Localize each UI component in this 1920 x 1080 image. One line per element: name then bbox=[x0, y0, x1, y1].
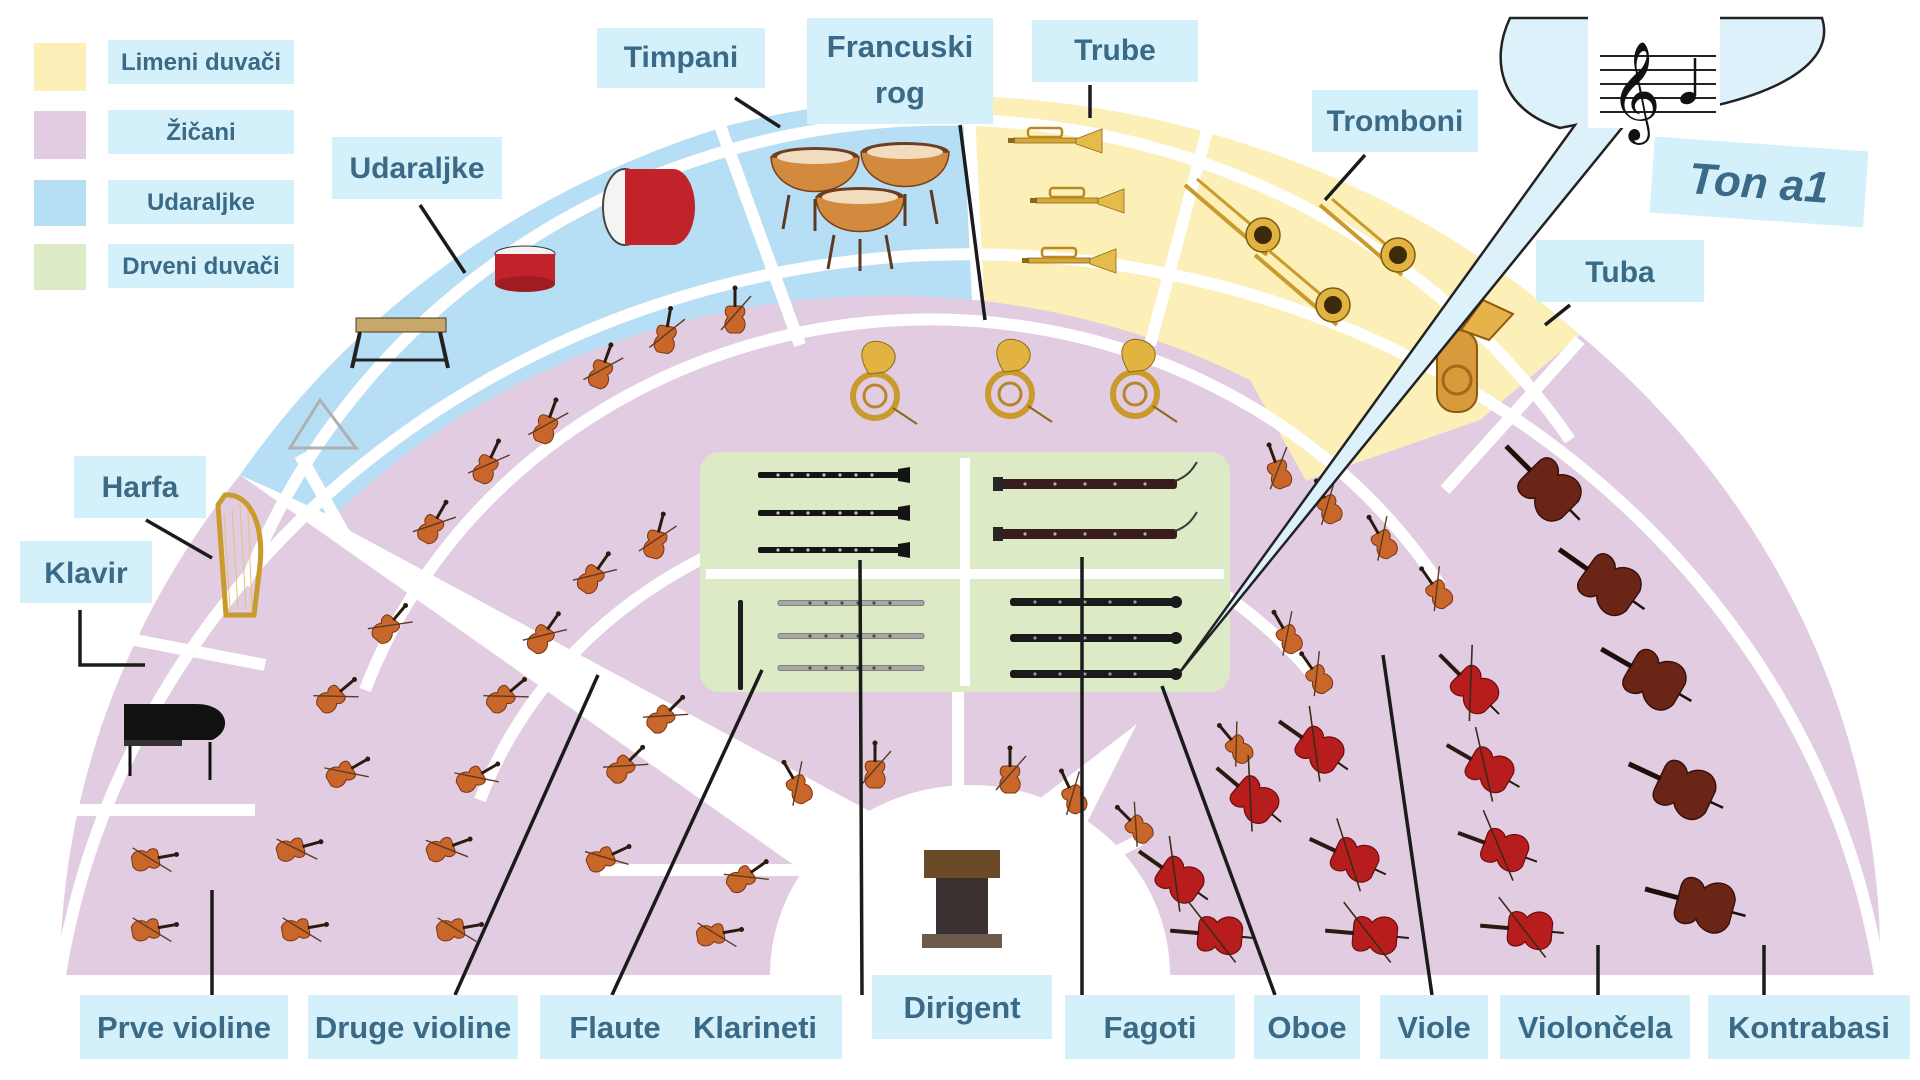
snare-drum-icon bbox=[494, 245, 556, 292]
legend-swatch-woodwinds bbox=[34, 244, 86, 290]
label-fagoti: Fagoti bbox=[1104, 1010, 1197, 1045]
legend-label-strings: Žičani bbox=[166, 118, 235, 146]
callout-label: Ton a1 bbox=[1687, 154, 1830, 213]
legend-label-percussion: Udaraljke bbox=[147, 189, 255, 216]
staff-box bbox=[1588, 6, 1720, 128]
label-prve-violine: Prve violine bbox=[97, 1010, 271, 1045]
callout-label-box bbox=[1649, 136, 1869, 228]
flute-icon bbox=[777, 633, 925, 639]
section-strings-outer-right bbox=[1010, 335, 1881, 975]
label-violoncela: Violončela bbox=[1518, 1010, 1673, 1045]
flute-icon bbox=[777, 600, 925, 606]
label-dirigent: Dirigent bbox=[903, 990, 1020, 1025]
triangle-icon bbox=[287, 397, 359, 450]
legend-label-brass: Limeni duvači bbox=[121, 49, 281, 76]
label-french-horn: Francuski rog bbox=[826, 29, 974, 110]
legend-label-woodwinds: Drveni duvači bbox=[122, 253, 279, 280]
bass-drum-icon bbox=[602, 168, 695, 246]
legend-swatch-brass bbox=[34, 43, 86, 91]
note-a1-icon bbox=[1680, 58, 1697, 105]
callout-bubble: 𝄞 Ton a1 bbox=[1178, 6, 1869, 673]
piccolo-icon bbox=[738, 600, 743, 690]
music-staff bbox=[1600, 55, 1716, 113]
label-tuba: Tuba bbox=[1585, 256, 1655, 289]
label-udaraljke: Udaraljke bbox=[349, 152, 484, 185]
label-trube: Trube bbox=[1074, 34, 1156, 67]
leader-lines bbox=[78, 85, 1766, 996]
flute-icon bbox=[777, 665, 925, 671]
label-tromboni: Tromboni bbox=[1327, 105, 1464, 138]
label-viole: Viole bbox=[1397, 1010, 1471, 1045]
harp-icon bbox=[215, 492, 264, 618]
xylophone-icon bbox=[350, 317, 450, 369]
seating-sections bbox=[54, 91, 1886, 976]
label-klavir: Klavir bbox=[44, 557, 128, 590]
label-druge-violine: Druge violine bbox=[315, 1010, 511, 1045]
legend-swatch-percussion bbox=[34, 180, 86, 226]
section-labels: Timpani Francuski rog Trube Tromboni Tub… bbox=[20, 18, 1910, 1059]
label-kontrabasi: Kontrabasi bbox=[1728, 1010, 1890, 1045]
piano-icon bbox=[124, 704, 226, 780]
podium-icon bbox=[922, 850, 1002, 948]
label-oboe: Oboe bbox=[1267, 1010, 1346, 1045]
treble-clef-icon: 𝄞 bbox=[1610, 41, 1661, 145]
instruments bbox=[124, 126, 1754, 965]
label-timpani: Timpani bbox=[624, 41, 738, 74]
tuba-icon bbox=[1436, 298, 1515, 413]
label-flaute: Flaute bbox=[569, 1010, 660, 1045]
label-klarineti: Klarineti bbox=[693, 1010, 817, 1045]
legend: Limeni duvači Žičani Udaraljke Drveni du… bbox=[34, 40, 294, 290]
label-harfa: Harfa bbox=[102, 471, 179, 504]
legend-swatch-strings bbox=[34, 111, 86, 159]
